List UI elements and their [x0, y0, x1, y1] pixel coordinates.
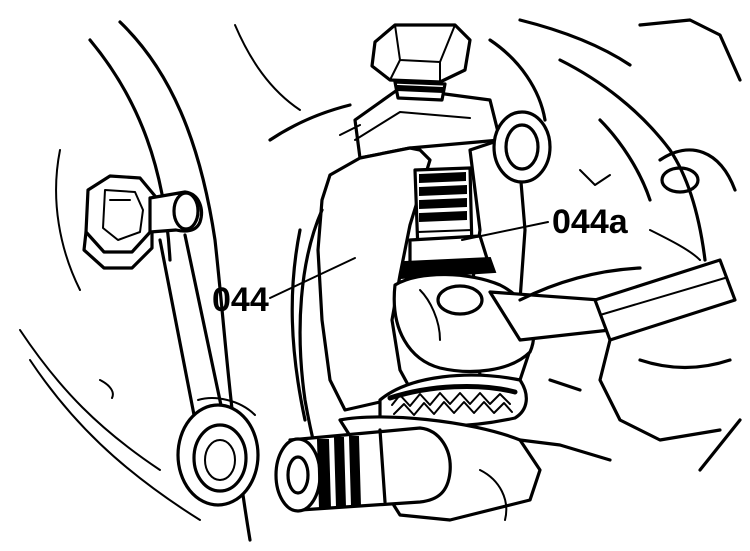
tie-rod-stud: [274, 426, 452, 513]
brake-assembly: [488, 18, 742, 472]
leader-line-044: [269, 257, 356, 299]
ball-joint: [392, 266, 642, 374]
leader-line-044a: [461, 221, 549, 241]
tie-rod: [158, 233, 260, 507]
callout-044: 044: [212, 281, 269, 319]
forcing-screw-head: [370, 23, 472, 102]
callout-leader-lines: [269, 221, 549, 299]
callout-044a: 044a: [552, 203, 628, 241]
wheel-nut: [82, 174, 204, 270]
threaded-spindle: [398, 166, 497, 280]
